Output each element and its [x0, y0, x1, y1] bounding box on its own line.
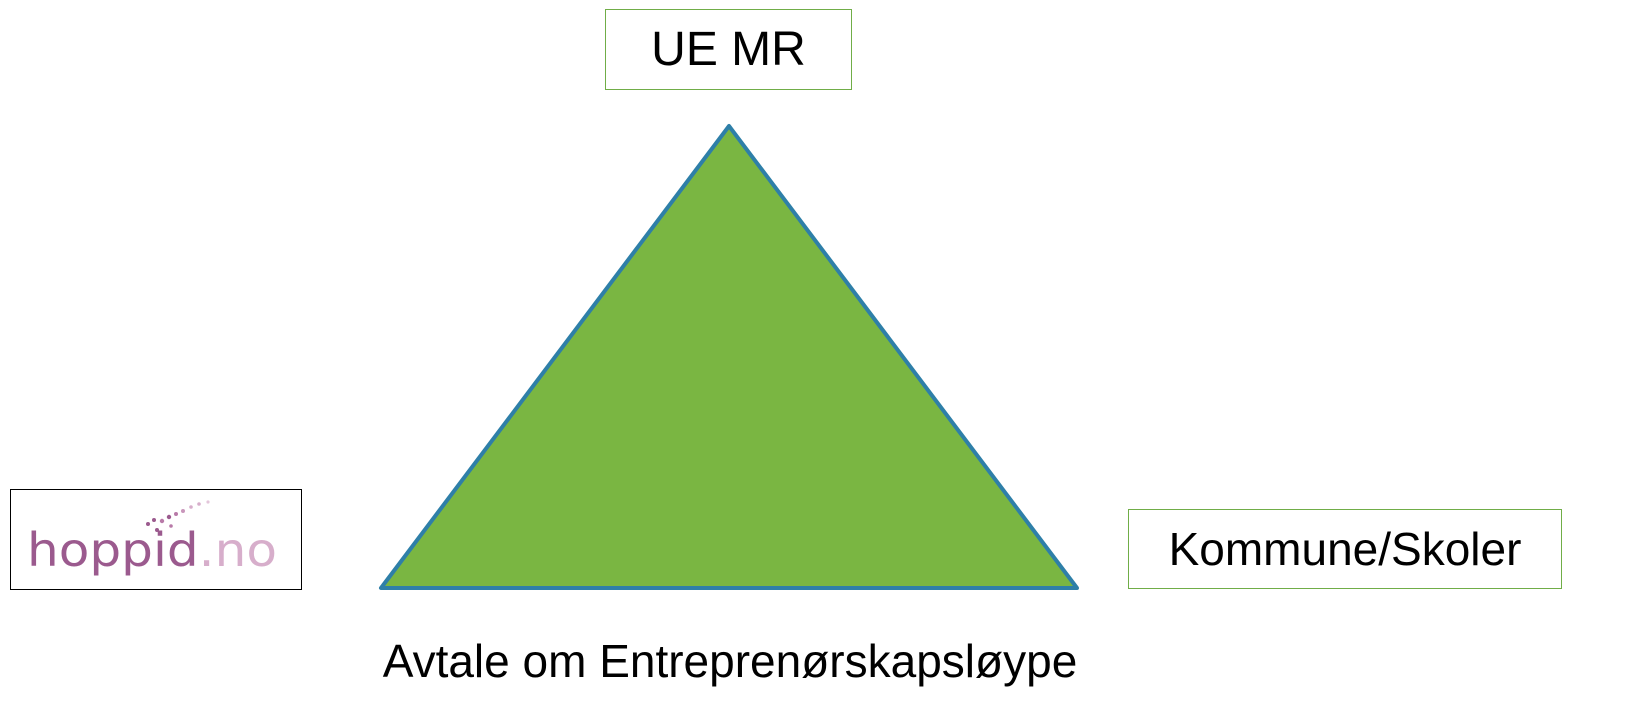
top-node-label: UE MR [651, 23, 806, 76]
top-node-box: UE MR [605, 9, 852, 90]
logo-dots-icon [146, 500, 210, 532]
logo-wordmark: hoppid.no [27, 523, 277, 577]
hoppid-logo-box: hoppid.no [10, 489, 302, 590]
right-node-label: Kommune/Skoler [1168, 523, 1522, 575]
hoppid-logo: hoppid.no [27, 500, 277, 577]
right-node-box: Kommune/Skoler [1128, 509, 1562, 589]
agreement-caption: Avtale om Entreprenørskapsløype [382, 635, 1078, 687]
